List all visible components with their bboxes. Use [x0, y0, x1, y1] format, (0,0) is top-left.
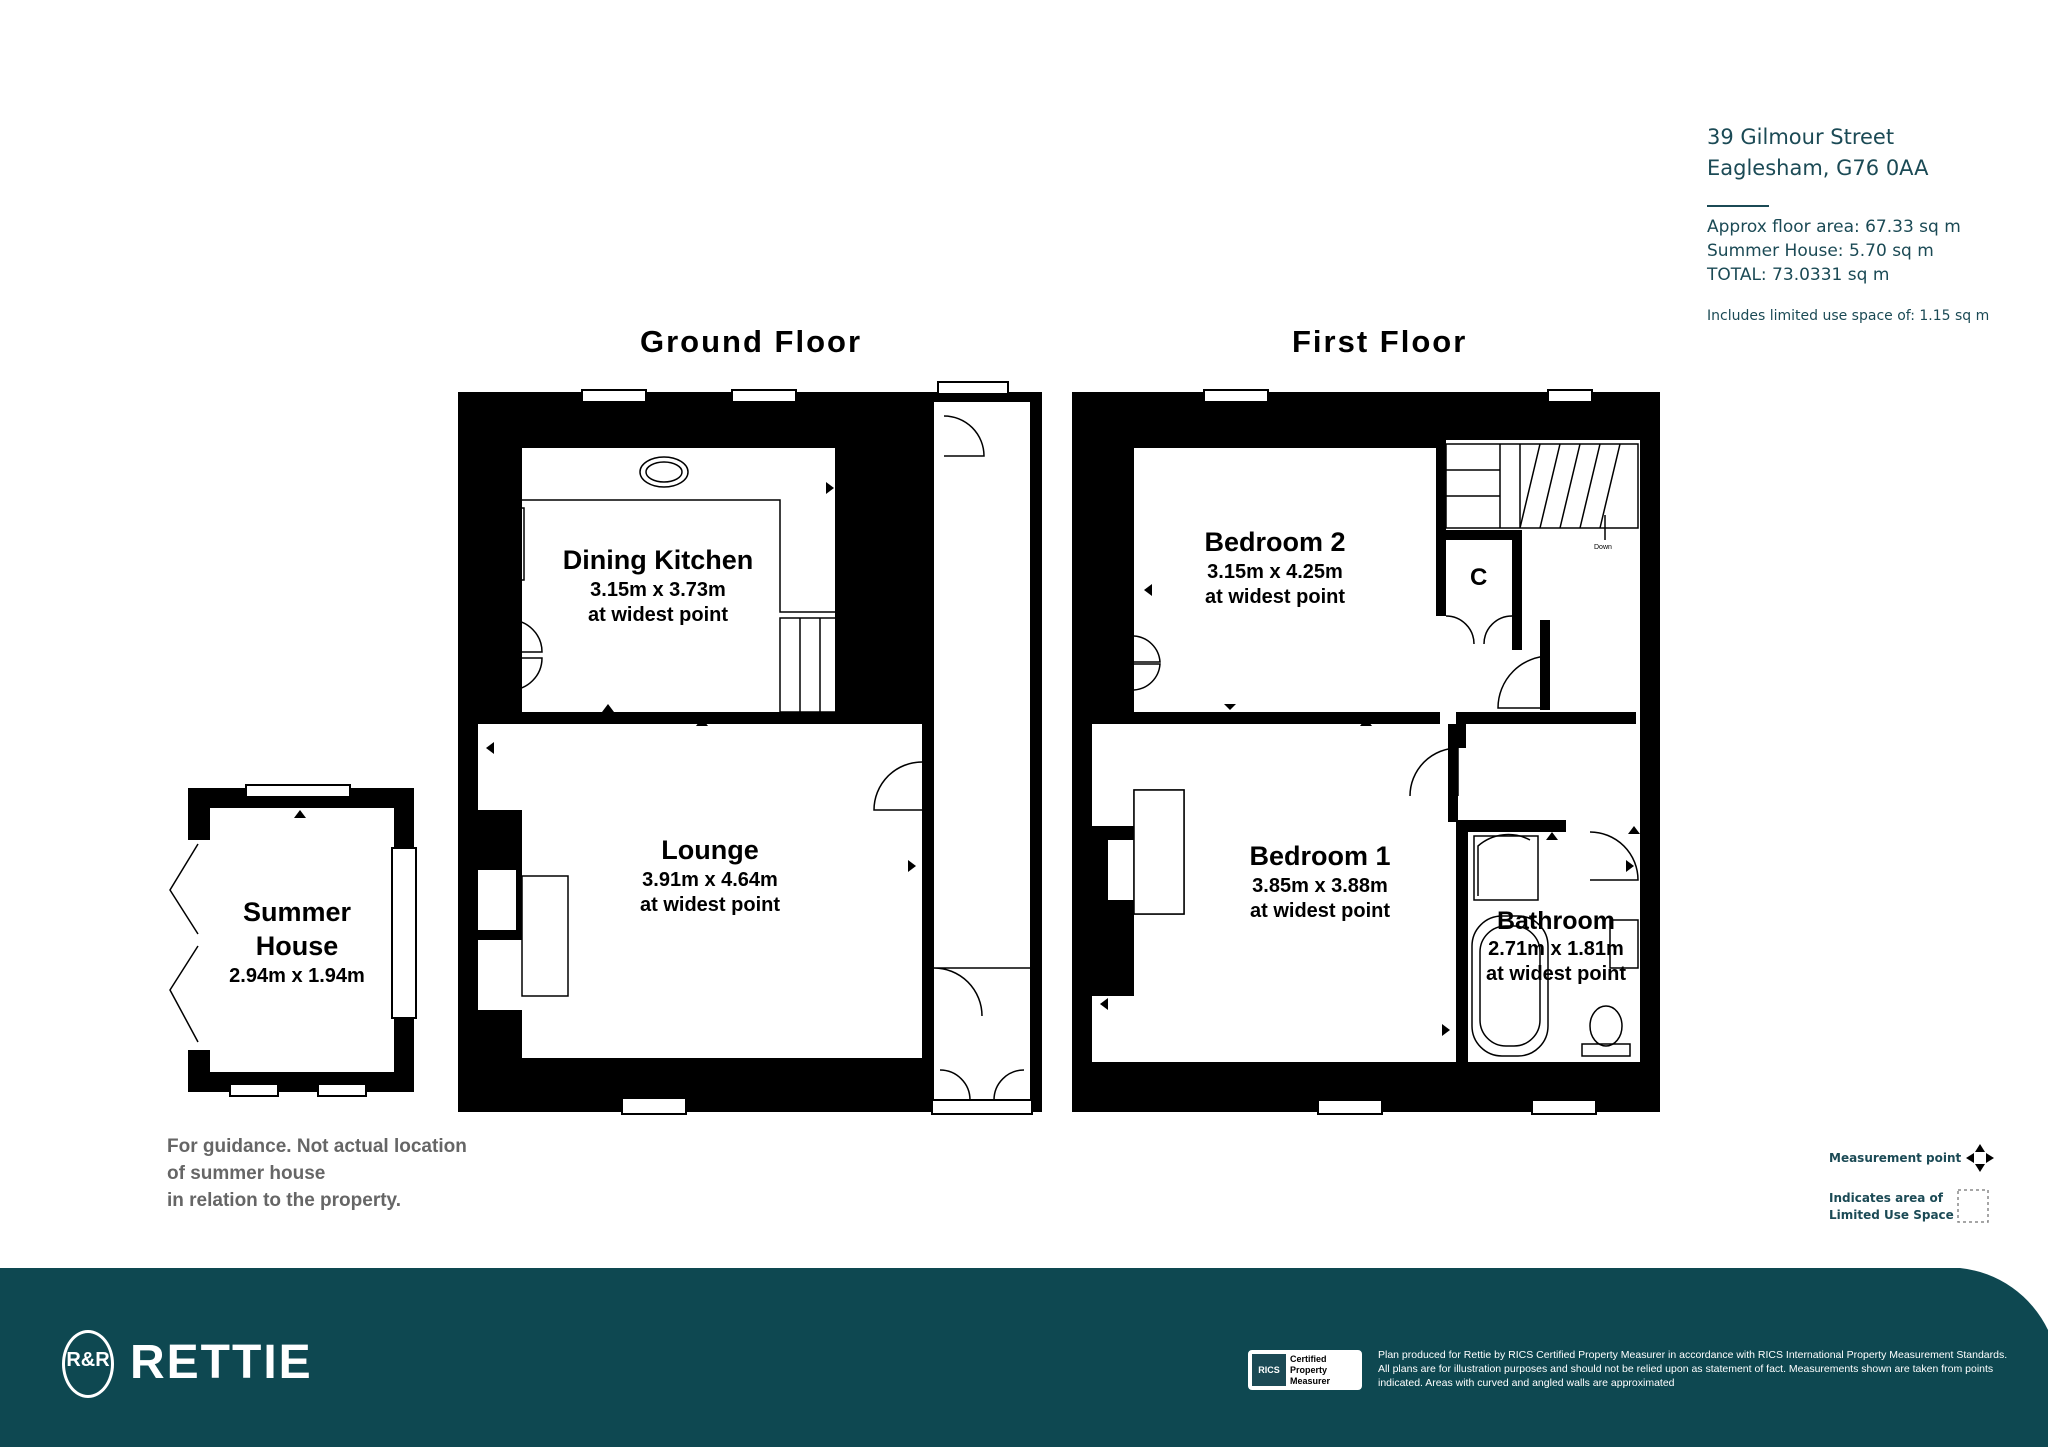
limited-use-note: Includes limited use space of: 1.15 sq m: [1707, 308, 1990, 324]
summer-house-guidance: For guidance. Not actual location of sum…: [167, 1133, 467, 1214]
landing-cupboard-label: C: [1470, 564, 1488, 591]
ground-floor-title: Ground Floor: [640, 324, 863, 359]
room-note: at widest point: [588, 603, 728, 626]
room-dimensions: 3.15m x 3.73m: [590, 578, 726, 601]
legend-limited-line: Limited Use Space: [1829, 1208, 1954, 1222]
rettie-logo: R&R: [62, 1330, 114, 1398]
legend-measurement-point: Measurement point: [1829, 1151, 1962, 1165]
total-area: TOTAL: 73.0331 sq m: [1707, 265, 1890, 285]
address-line-1: 39 Gilmour Street: [1707, 125, 1895, 149]
room-dimensions: 2.71m x 1.81m: [1488, 938, 1624, 961]
area-summary: Approx floor area: 67.33 sq m Summer Hou…: [1707, 215, 1961, 287]
room-bathroom: Bathroom 2.71m x 1.81m at widest point: [1478, 906, 1634, 987]
room-bedroom-2: Bedroom 2 3.15m x 4.25m at widest point: [1160, 526, 1390, 610]
first-floor-title: First Floor: [1292, 324, 1468, 359]
stair-up-label: UP: [874, 622, 884, 629]
room-name: Bedroom 1: [1249, 841, 1391, 871]
room-lounge: Lounge 3.91m x 4.64m at widest point: [610, 834, 810, 918]
header-divider: [1707, 205, 1769, 207]
room-bedroom-1: Bedroom 1 3.85m x 3.88m at widest point: [1200, 840, 1440, 924]
rics-mark: RICS: [1252, 1354, 1286, 1386]
disclaimer: Plan produced for Rettie by RICS Certifi…: [1378, 1349, 2008, 1389]
room-dining-kitchen: Dining Kitchen 3.15m x 3.73m at widest p…: [548, 544, 768, 628]
guidance-line: For guidance. Not actual location: [167, 1136, 467, 1157]
rics-line: Measurer: [1290, 1376, 1331, 1386]
rics-line: Certified: [1290, 1354, 1327, 1364]
stair-cupboard-label: C: [888, 460, 906, 487]
ground-floor-hall: [922, 392, 1042, 1112]
room-name: Bedroom 2: [1204, 527, 1346, 557]
room-dimensions: 3.85m x 3.88m: [1252, 874, 1388, 897]
ground-floor-walls: [458, 392, 932, 1112]
room-dimensions: 2.94m x 1.94m: [229, 964, 365, 987]
room-name-line-1: Summer: [242, 897, 352, 927]
room-dimensions: 3.91m x 4.64m: [642, 868, 778, 891]
room-note: at widest point: [1486, 963, 1626, 986]
rics-badge-text: Certified Property Measurer: [1290, 1354, 1330, 1387]
address-line-2: Eaglesham, G76 0AA: [1707, 156, 1929, 180]
bedroom-cupboard-label: C: [1097, 648, 1115, 675]
room-note: at widest point: [1205, 585, 1345, 608]
room-note: at widest point: [1250, 899, 1390, 922]
guidance-line: in relation to the property.: [167, 1190, 401, 1211]
limited-use-tag: Limited Use Space Height < 1.5m: [848, 450, 923, 463]
room-name: Bathroom: [1496, 907, 1616, 935]
room-name: Lounge: [661, 835, 759, 865]
room-name: Dining Kitchen: [562, 545, 754, 575]
summer-house-area: Summer House: 5.70 sq m: [1707, 241, 1934, 261]
stair-down-label: Down: [1594, 544, 1612, 551]
kitchen-cupboard-label: C: [486, 648, 504, 675]
room-summer-house: Summer House 2.94m x 1.94m: [202, 896, 392, 989]
rics-badge: RICS Certified Property Measurer: [1248, 1350, 1362, 1390]
room-note: at widest point: [640, 893, 780, 916]
logo-monogram: R&R: [66, 1349, 110, 1371]
floor-area: Approx floor area: 67.33 sq m: [1707, 217, 1961, 237]
brand-name: RETTIE: [130, 1336, 313, 1389]
address: 39 Gilmour Street Eaglesham, G76 0AA: [1707, 122, 1929, 184]
room-dimensions: 3.15m x 4.25m: [1207, 560, 1343, 583]
guidance-line: of summer house: [167, 1163, 326, 1184]
legend-limited-line: Indicates area of: [1829, 1191, 1944, 1205]
rics-line: Property: [1290, 1365, 1328, 1375]
legend-limited-use: Indicates area of Limited Use Space: [1829, 1190, 1954, 1224]
room-name-line-2: House: [255, 930, 339, 961]
